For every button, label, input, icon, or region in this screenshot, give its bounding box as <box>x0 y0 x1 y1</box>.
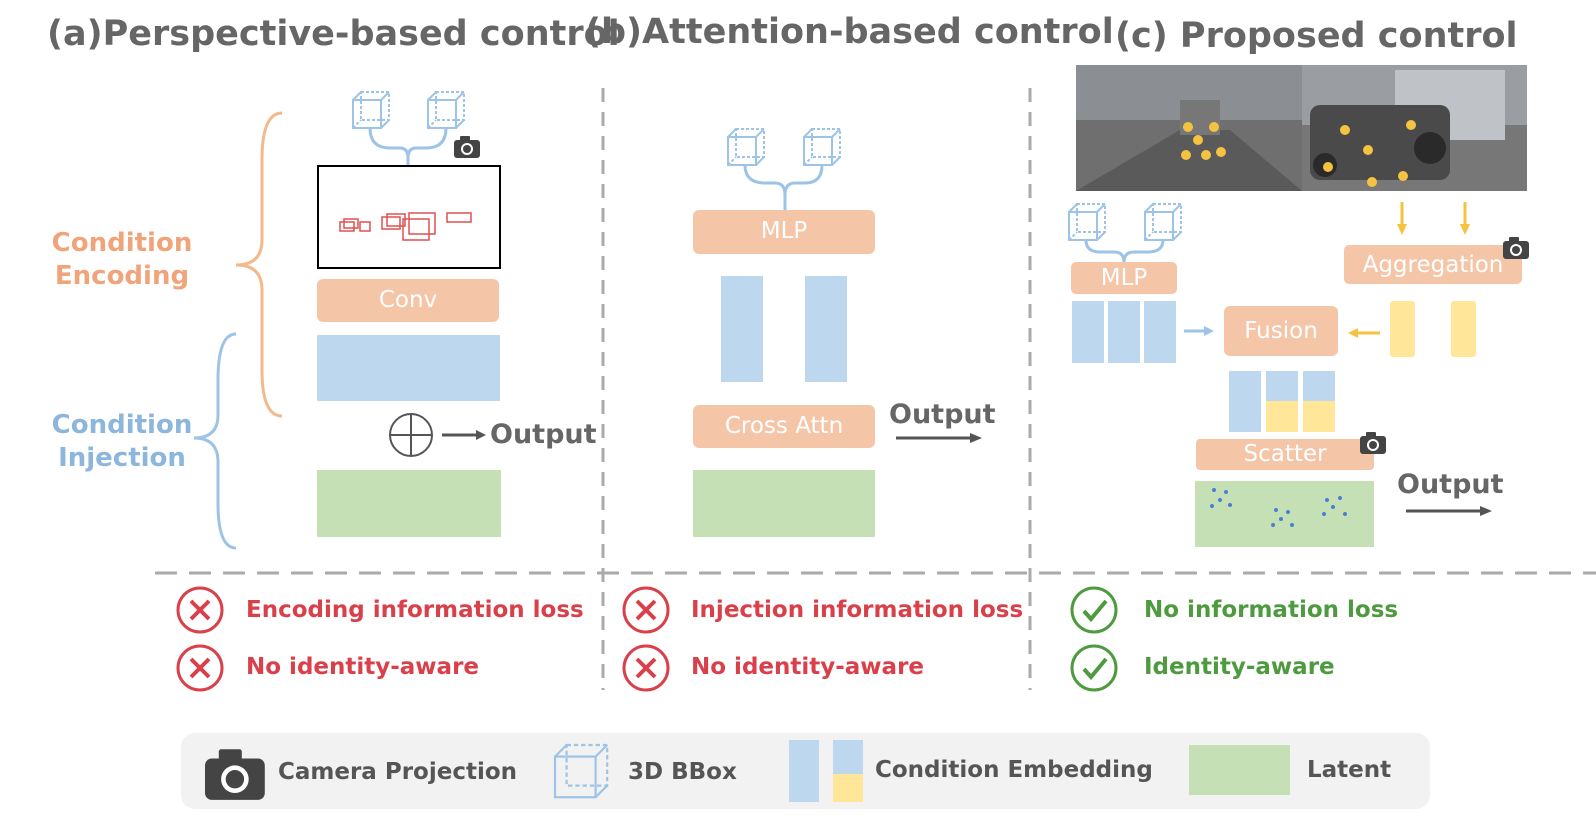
embedding-c-3 <box>1144 301 1176 363</box>
merge-brace <box>368 127 448 170</box>
cross-circle-icon <box>622 586 670 634</box>
bbox-cube-icon <box>803 128 841 166</box>
mlp-label-b: MLP <box>760 218 808 244</box>
output-label-b: Output <box>889 399 996 430</box>
latent-a <box>317 470 501 537</box>
embedding-b-1 <box>721 276 763 382</box>
legend-bbox-label: 3D BBox <box>628 759 737 785</box>
title-c: (c) Proposed control <box>1115 16 1518 56</box>
injection-brace <box>193 332 237 550</box>
verdict-b-1: Injection information loss <box>691 597 1024 623</box>
check-circle-icon <box>1070 586 1118 634</box>
conv-label: Conv <box>378 287 438 313</box>
cross-circle-icon <box>622 644 670 692</box>
condition-feature-a <box>317 335 500 401</box>
fused-2-bottom <box>1266 401 1298 432</box>
legend-latent-label: Latent <box>1307 757 1392 783</box>
conv-box <box>317 279 499 322</box>
fused-3-bottom <box>1303 401 1335 432</box>
bbox-cube-icon <box>1144 203 1182 241</box>
legend-embedding-label: Condition Embedding <box>875 757 1153 783</box>
bbox-cube-icon <box>427 91 465 129</box>
street-images <box>1076 65 1527 191</box>
bbox-cube-icon <box>727 128 765 166</box>
cross-circle-icon <box>176 586 224 634</box>
title-b: (b)Attention-based control <box>585 12 1114 52</box>
encoding-brace <box>235 111 283 418</box>
mlp-box-b <box>693 210 875 254</box>
camera-icon <box>454 136 480 158</box>
projected-boxes <box>339 212 472 241</box>
fusion-label: Fusion <box>1244 318 1318 344</box>
cross-circle-icon <box>176 644 224 692</box>
title-a: (a)Perspective-based control <box>47 14 620 54</box>
scatter-label: Scatter <box>1243 441 1327 467</box>
aggregated-2 <box>1451 301 1476 357</box>
latent-c <box>1195 481 1374 547</box>
fused-3-top <box>1303 371 1335 401</box>
verdict-a-2: No identity-aware <box>246 654 480 680</box>
aggregated-1 <box>1390 301 1415 357</box>
fused-2-top <box>1266 371 1298 401</box>
aggregation-label: Aggregation <box>1362 252 1504 278</box>
check-circle-icon <box>1070 644 1118 692</box>
output-label-c: Output <box>1397 469 1504 500</box>
legend-embedding-blue <box>789 740 819 802</box>
cross-attn-label: Cross Attn <box>724 413 844 439</box>
bbox-cube-icon <box>1068 203 1106 241</box>
output-label-a: Output <box>490 419 597 450</box>
scattered-points <box>1210 488 1347 527</box>
mlp-label-c: MLP <box>1100 265 1148 291</box>
verdict-a-1: Encoding information loss <box>246 597 584 623</box>
aggregation-box <box>1344 245 1522 284</box>
cross-attn-box <box>693 405 875 448</box>
verdict-b-2: No identity-aware <box>691 654 925 680</box>
legend-camera-label: Camera Projection <box>278 759 518 785</box>
fusion-box <box>1224 306 1338 356</box>
embedding-c-2 <box>1108 301 1140 363</box>
legend-embedding-blue-top <box>833 740 863 774</box>
verdict-c-2: Identity-aware <box>1144 654 1335 680</box>
verdict-c-1: No information loss <box>1144 597 1399 623</box>
latent-b <box>693 470 875 537</box>
bbox-cube-icon <box>352 91 390 129</box>
legend-camera-icon <box>205 749 265 800</box>
fused-1 <box>1229 371 1261 432</box>
keypoints <box>1181 120 1416 187</box>
embedding-b-2 <box>805 276 847 382</box>
condition-injection-label: Condition Injection <box>51 410 193 473</box>
legend-embedding-yellow <box>833 774 863 802</box>
condition-encoding-label: Condition Encoding <box>51 228 193 291</box>
mlp-box-c <box>1071 262 1177 294</box>
scatter-box <box>1196 439 1374 470</box>
legend-latent-swatch <box>1189 745 1290 795</box>
embedding-c-1 <box>1072 301 1104 363</box>
